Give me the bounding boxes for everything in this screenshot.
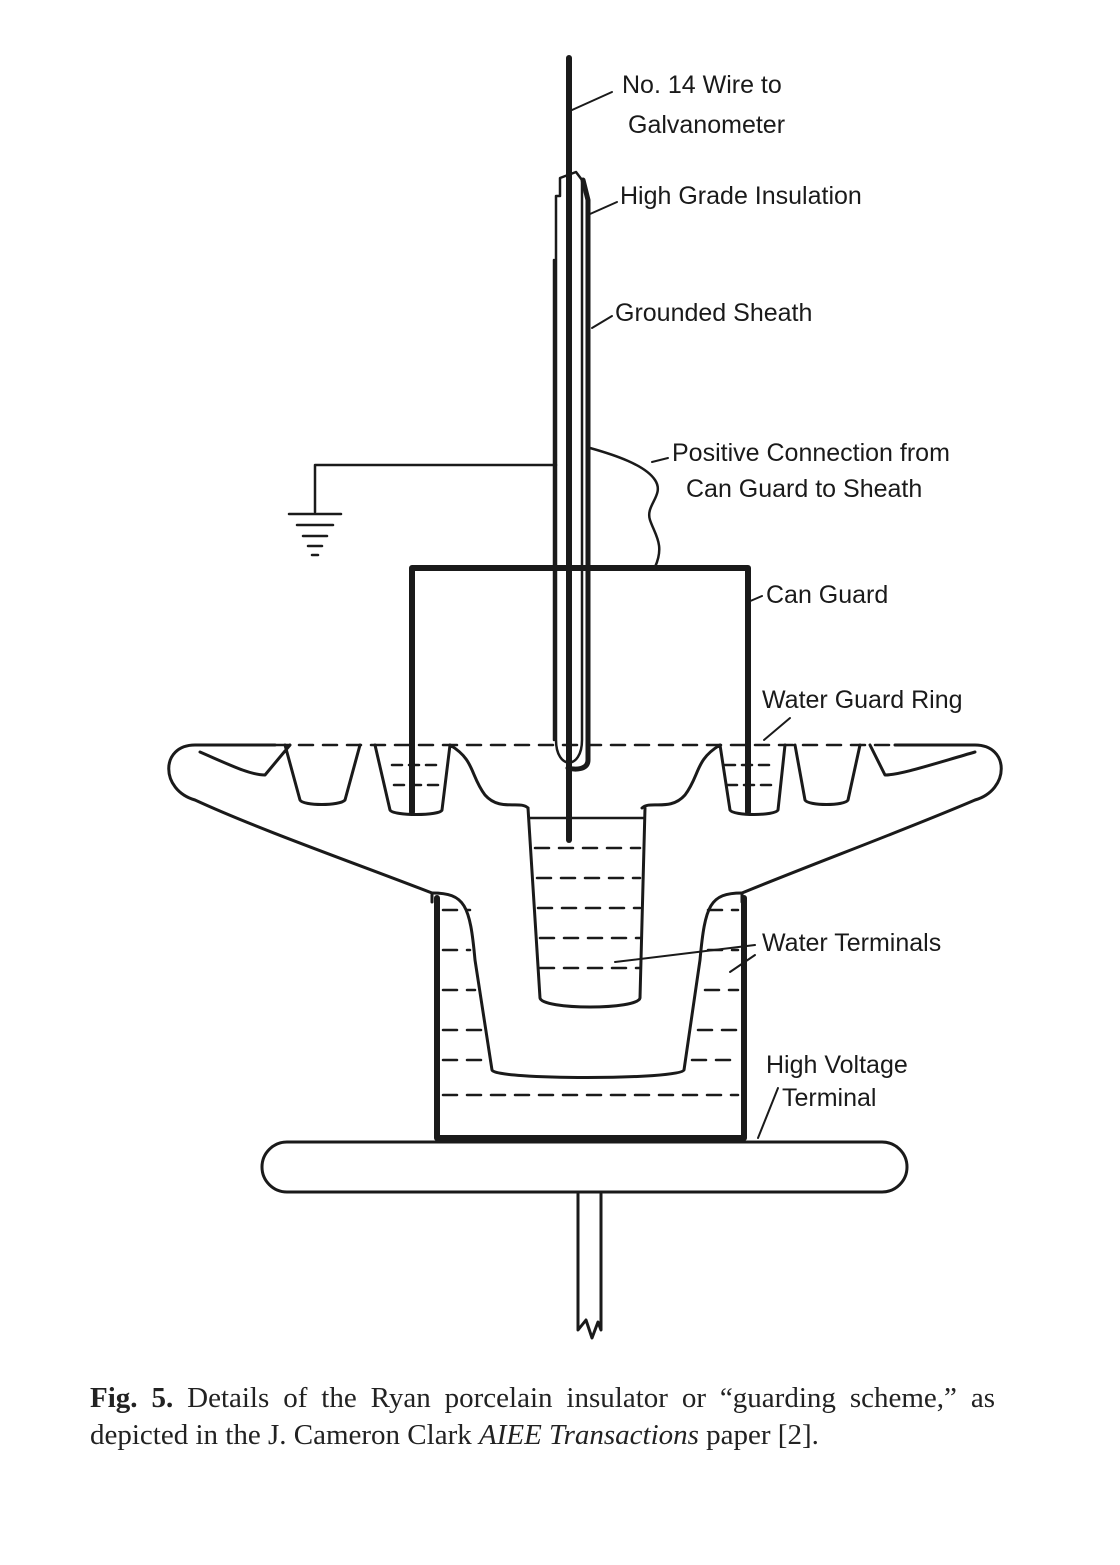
water-guard-ring <box>273 743 897 787</box>
porcelain-stem <box>430 891 744 1079</box>
bottom-rod <box>576 1192 603 1340</box>
porcelain-corrugations <box>198 743 977 816</box>
label-hv-line2: Terminal <box>782 1084 876 1112</box>
label-can-guard: Can Guard <box>766 581 888 609</box>
porcelain-skirt <box>167 743 1003 904</box>
figure-caption: Fig. 5. Details of the Ryan porcelain in… <box>90 1380 995 1454</box>
label-wire-line1: No. 14 Wire to <box>622 71 782 99</box>
label-wire-line2: Galvanometer <box>628 111 785 139</box>
label-sheath: Grounded Sheath <box>615 299 812 327</box>
inner-water-fill <box>528 816 645 970</box>
label-hv-line1: High Voltage <box>766 1051 908 1079</box>
label-water-guard-ring: Water Guard Ring <box>762 686 963 714</box>
inner-water-cup <box>526 806 647 1009</box>
grounded-sheath <box>565 177 591 772</box>
caption-text-2: paper [2]. <box>698 1419 819 1451</box>
caption-journal: AIEE Transactions <box>478 1419 699 1451</box>
ground-symbol <box>287 463 558 557</box>
high-voltage-terminal <box>260 1140 909 1194</box>
caption-fig-label: Fig. 5. <box>90 1382 174 1414</box>
can-guard <box>409 565 751 815</box>
label-water-terminals: Water Terminals <box>762 929 941 957</box>
outer-water-cup <box>434 895 747 1141</box>
positive-connection-wire <box>588 446 661 569</box>
high-grade-insulation <box>554 170 584 764</box>
label-positive-line2: Can Guard to Sheath <box>686 475 922 503</box>
caption-text-1: Details of the Ryan porcelain insulator … <box>90 1382 995 1451</box>
leader-lines <box>571 91 791 1139</box>
label-positive-line1: Positive Connection from <box>672 439 950 467</box>
label-insulation: High Grade Insulation <box>620 182 862 210</box>
